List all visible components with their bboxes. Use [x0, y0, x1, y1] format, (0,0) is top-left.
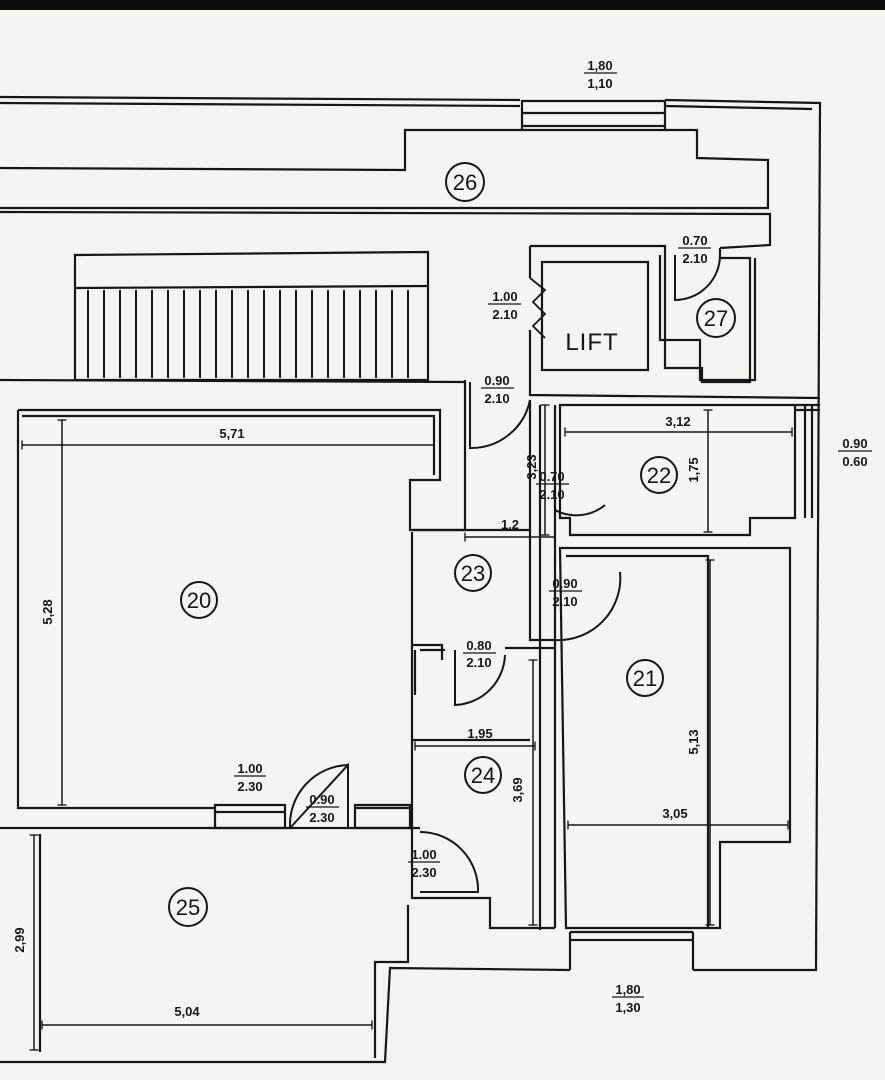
room-23-wall [412, 528, 555, 660]
dim-r21-width-label: 3,05 [662, 806, 687, 821]
room-27-wall [658, 255, 757, 382]
corridor-door-h: 2.10 [484, 391, 509, 406]
room-26-wall [0, 128, 770, 210]
room-20-wall [16, 380, 467, 810]
room-22-wall [558, 403, 797, 537]
r20-door-w: 0.90 [309, 792, 334, 807]
r25-door-h: 2.30 [411, 865, 436, 880]
room-20-window [213, 803, 287, 830]
room-20-circle [180, 581, 218, 619]
room-26-inner [0, 210, 772, 250]
room-24-circle [464, 756, 502, 794]
dimension-lines [21, 404, 793, 1051]
dim-r24-width-label: 1,95 [467, 726, 492, 741]
room-21-wall [558, 546, 792, 930]
dim-corridor-height-label: 3,23 [524, 454, 539, 479]
bottom-window [568, 930, 695, 970]
room-22-number: 22 [647, 463, 671, 488]
room-24-wall [410, 738, 555, 930]
room-27-circle [696, 298, 736, 338]
room-23-number: 23 [461, 561, 485, 586]
room-20-inner [22, 414, 436, 475]
room-20-door-jamb [353, 803, 412, 830]
room-25-wall [0, 826, 420, 1058]
top-window-w: 1,80 [587, 58, 612, 73]
room-25-circle [168, 887, 208, 927]
room-26-number: 26 [453, 170, 477, 195]
room-labels [168, 162, 736, 927]
lift-door-w: 1.00 [492, 289, 517, 304]
door-r27 [674, 254, 721, 302]
r25-door-w: 1.00 [411, 847, 436, 862]
door-swings [288, 254, 721, 893]
dim-r21-height-label: 5,13 [686, 729, 701, 754]
r21-door-w: 0.90 [552, 576, 577, 591]
dim-r22-height-label: 1,75 [686, 457, 701, 482]
lift-label: LIFT [565, 329, 618, 356]
r22-door-w: 0.70 [539, 469, 564, 484]
bottom-window-w: 1,80 [615, 982, 640, 997]
lift-shaft [528, 244, 821, 400]
dim-r20-width-label: 5,71 [219, 426, 244, 441]
door-r24 [454, 650, 506, 707]
bottom-window-h: 1,30 [615, 1000, 640, 1015]
top-dark-border [0, 0, 885, 10]
door-r21 [554, 570, 622, 642]
dim-r20-height-label: 5,28 [40, 599, 55, 624]
corridor-door-w: 0.90 [484, 373, 509, 388]
door-r20-arc [288, 764, 349, 829]
room-21-circle [626, 659, 664, 697]
room-23-closet [413, 648, 445, 695]
room-21-number: 21 [633, 666, 657, 691]
room-23-circle [454, 554, 492, 592]
top-window [520, 99, 667, 130]
dim-corridor-width-label: 1,2 [501, 517, 519, 532]
dim-r24-height-label: 3,69 [510, 777, 525, 802]
door-r25 [419, 831, 480, 893]
r20-door-h: 2.30 [309, 810, 334, 825]
stair-outline [73, 250, 430, 382]
room-22-right-window [795, 403, 820, 518]
r22-door-h: 2.10 [539, 487, 564, 502]
dim-r25-height-label: 2,99 [12, 927, 27, 952]
right-window-w: 0.90 [842, 436, 867, 451]
room-20-number: 20 [187, 588, 211, 613]
r24-door-w: 0.80 [466, 638, 491, 653]
door-corridor [469, 382, 531, 450]
top-window-h: 1,10 [587, 76, 612, 91]
outer-wall-east-inner [0, 101, 813, 111]
lift-door-h: 2.10 [492, 307, 517, 322]
stair-landing [74, 284, 429, 290]
r27-door-h: 2.10 [682, 251, 707, 266]
right-window-h: 0.60 [842, 454, 867, 469]
room-25-number: 25 [176, 895, 200, 920]
lift-notch [529, 277, 547, 339]
outer-wall-east [0, 95, 822, 1064]
r24-door-h: 2.10 [466, 655, 491, 670]
walls [0, 95, 822, 1064]
r27-door-w: 0.70 [682, 233, 707, 248]
room-20-left-edge [0, 378, 466, 384]
r20-window-h: 2.30 [237, 779, 262, 794]
r21-door-h: 2.10 [552, 594, 577, 609]
door-r22 [554, 460, 606, 517]
room-24-number: 24 [471, 763, 495, 788]
room-27-number: 27 [704, 306, 728, 331]
dim-r25-width-label: 5,04 [174, 1004, 200, 1019]
corridor-wall-left [528, 400, 557, 928]
room-26-circle [445, 162, 485, 202]
r20-window-w: 1.00 [237, 761, 262, 776]
room-22-circle [640, 456, 678, 494]
dim-r22-width-label: 3,12 [665, 414, 690, 429]
stair-treads [87, 290, 409, 378]
